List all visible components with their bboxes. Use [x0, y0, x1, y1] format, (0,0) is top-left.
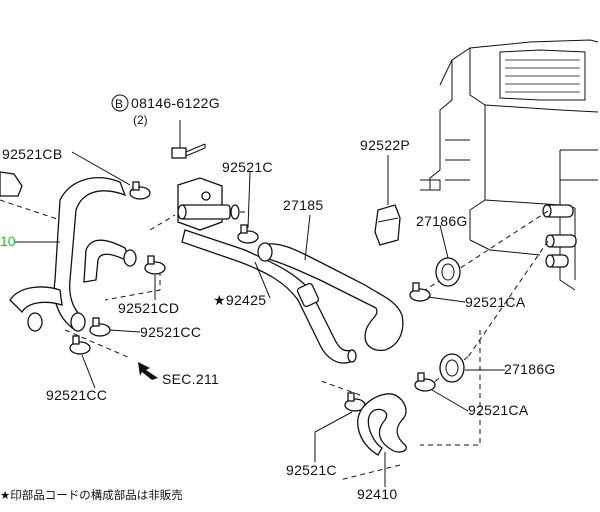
label-sec-211: SEC.211 — [162, 371, 219, 387]
hose-center — [181, 229, 404, 364]
label-92521cd: 92521CD — [118, 300, 179, 316]
clamp-cc-upper — [89, 317, 111, 337]
clamp-cb — [129, 181, 151, 200]
heater-unit — [420, 39, 599, 291]
clamp-cd — [144, 255, 166, 275]
label-star-92425: ★92425 — [213, 292, 266, 308]
clamps — [69, 181, 436, 412]
label-27186g-bottom: 27186G — [504, 361, 556, 377]
clamp-ca-top — [409, 282, 431, 302]
label-cut-highlight: 10 — [0, 233, 16, 249]
label-92521cc-upper: 92521CC — [140, 324, 201, 340]
clamp-cc-lower — [69, 335, 91, 355]
reference-lines — [0, 199, 549, 481]
label-27185: 27185 — [283, 197, 323, 213]
footnote: ★印部品コードの構成部品は非販売 — [0, 488, 183, 502]
connector-92522p — [374, 155, 401, 246]
grommet-top — [435, 257, 461, 287]
clamp-c-top — [237, 224, 259, 244]
water-valve — [177, 177, 245, 231]
label-bolt: 08146-6122G — [131, 95, 220, 111]
clamp-c-bottom — [344, 392, 366, 412]
labels: B 08146-6122G (2) 92521CB 92521C 92522P … — [0, 94, 556, 502]
label-bolt-qty: (2) — [133, 113, 148, 127]
bolt — [171, 120, 206, 159]
hose-92410 — [357, 393, 407, 456]
sec-arrow — [138, 362, 158, 380]
label-92521cc-lower: 92521CC — [46, 387, 107, 403]
label-92410: 92410 — [357, 486, 397, 502]
bolt-prefix: B — [115, 97, 123, 111]
label-92521c-bottom: 92521C — [286, 462, 337, 478]
label-92521ca-bottom: 92521CA — [468, 402, 529, 418]
hose-left-assembly — [0, 171, 137, 332]
label-92521ca-top: 92521CA — [465, 294, 526, 310]
clamp-ca-bottom — [414, 372, 436, 392]
label-92522p: 92522P — [360, 137, 410, 153]
label-92521cb: 92521CB — [2, 146, 62, 162]
grommet-bottom — [439, 353, 465, 383]
label-92521c-top: 92521C — [222, 159, 273, 175]
leader-lines — [14, 151, 505, 487]
label-27186g-top: 27186G — [416, 213, 468, 229]
